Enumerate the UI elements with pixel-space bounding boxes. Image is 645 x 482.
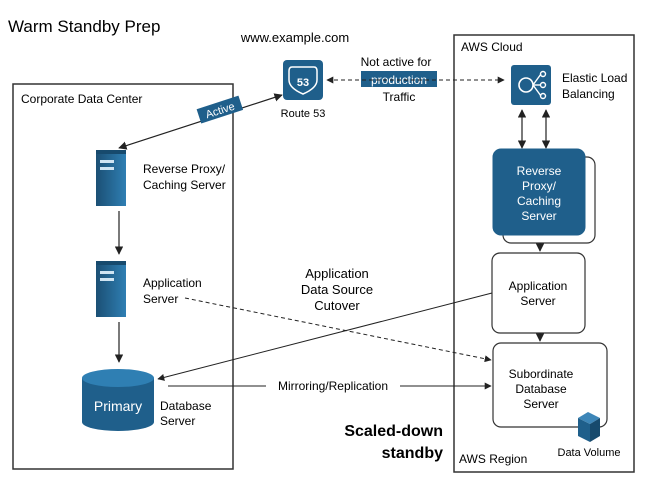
- corporate-db-label-line2: Server: [160, 414, 195, 428]
- primary-database-icon: [82, 369, 154, 431]
- aws-proxy-label-line3: Caching: [517, 194, 561, 208]
- mirroring-label: Mirroring/Replication: [278, 379, 388, 393]
- cutover-line2: Data Source: [301, 282, 373, 297]
- not-active-line3: Traffic: [383, 90, 416, 104]
- aws-cloud-label: AWS Cloud: [461, 40, 523, 54]
- aws-db-label-line2: Database: [515, 382, 567, 396]
- aws-proxy-label-line2: Proxy/: [522, 179, 557, 193]
- corporate-app-server-icon: [96, 261, 126, 317]
- data-volume-icon: [578, 412, 600, 442]
- aws-app-label-line2: Server: [520, 294, 555, 308]
- cutover-line1: Application: [305, 266, 369, 281]
- corporate-app-label-line1: Application: [143, 276, 202, 290]
- svg-text:Active: Active: [204, 101, 236, 122]
- not-active-line1: Not active for: [361, 55, 432, 69]
- active-badge: Active: [196, 95, 244, 124]
- aws-db-label-line1: Subordinate: [509, 367, 574, 381]
- aws-cloud-boundary: [453, 34, 635, 473]
- aws-proxy-box: [492, 148, 586, 236]
- elb-icon: [511, 65, 551, 105]
- elb-label-line1: Elastic Load: [562, 71, 627, 85]
- route53-label: Route 53: [281, 108, 326, 120]
- route53-badge: 53: [297, 77, 309, 89]
- corporate-proxy-label-line2: Caching Server: [143, 178, 226, 192]
- aws-region-label: AWS Region: [459, 452, 527, 466]
- primary-db-badge: Primary: [94, 398, 142, 414]
- route53-corporate-connector: [118, 93, 283, 150]
- cutover-line3: Cutover: [314, 298, 360, 313]
- aws-app-primary-db-connector: [157, 292, 493, 381]
- corporate-proxy-label-line1: Reverse Proxy/: [143, 162, 226, 176]
- aws-proxy-label-line1: Reverse: [517, 164, 562, 178]
- aws-app-box: [491, 252, 586, 334]
- aws-db-label-line3: Server: [523, 397, 558, 411]
- corporate-db-label-line1: Database: [160, 399, 212, 413]
- aws-proxy-label-line4: Server: [521, 209, 556, 223]
- corporate-app-label-line2: Server: [143, 292, 178, 306]
- aws-app-label-line1: Application: [509, 279, 568, 293]
- elb-label-line2: Balancing: [562, 87, 615, 101]
- scaled-down-line1: Scaled-down: [344, 423, 443, 440]
- corporate-dc-boundary: [12, 83, 234, 470]
- corporate-app-aws-db-connector: [184, 297, 492, 363]
- corporate-proxy-server-icon: [96, 150, 126, 206]
- data-volume-label: Data Volume: [558, 447, 621, 459]
- scaled-down-line2: standby: [382, 445, 443, 462]
- diagram-title: Warm Standby Prep: [8, 17, 160, 36]
- corporate-dc-label: Corporate Data Center: [21, 92, 142, 106]
- aws-db-box: [492, 342, 608, 428]
- route53-icon: 53: [283, 60, 323, 100]
- domain-label: www.example.com: [240, 30, 349, 45]
